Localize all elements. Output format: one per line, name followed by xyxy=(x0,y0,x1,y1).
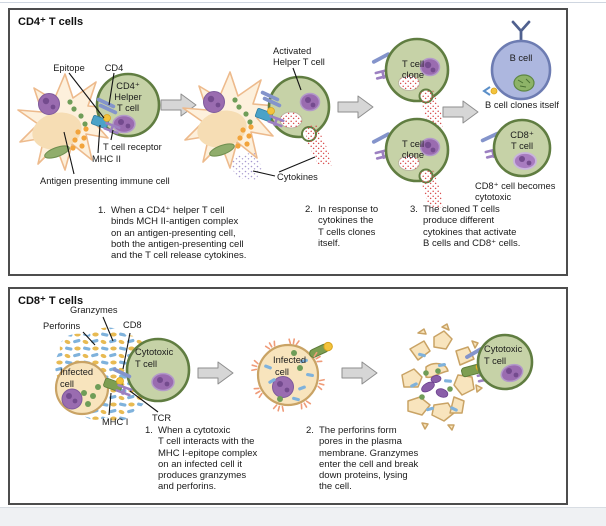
caption-line: enter the cell and break xyxy=(319,458,419,470)
label-cd8: CD8 xyxy=(123,320,142,330)
cd8-step-2: 2. The perforins form pores in the plasm… xyxy=(306,425,481,493)
activated-helper-t-cell xyxy=(267,75,331,142)
infected-cell-with-pores: Infected cell xyxy=(250,337,333,413)
lysed-cell xyxy=(401,323,483,431)
flow-arrow-icon xyxy=(197,361,234,385)
label-t-cell-receptor: T cell receptor xyxy=(103,142,162,152)
label-clone1-1: T cell xyxy=(402,59,424,69)
caption-line: membrane. Granzymes xyxy=(319,447,419,459)
caption-line: and perforins. xyxy=(158,481,217,493)
label-cd4: CD4 xyxy=(105,63,124,73)
label-cytokines: Cytokines xyxy=(277,172,318,182)
label-helper-2: Helper xyxy=(114,92,141,102)
label-cd8-becomes-1: CD8⁺ cell becomes xyxy=(475,181,556,191)
caption-line: MHC I-epitope complex xyxy=(158,447,258,459)
label-apc: Antigen presenting immune cell xyxy=(40,176,170,186)
cd8-panel: CD8⁺ T cells I xyxy=(8,287,568,505)
cytokines-purple-cloud xyxy=(230,152,262,180)
cd8-panel-title: CD8⁺ T cells xyxy=(18,295,84,307)
label-infected-2: cell xyxy=(60,379,74,389)
label-epitope: Epitope xyxy=(53,63,85,73)
cd4-step-1: 1. When a CD4⁺ helper T cell binds MCH I… xyxy=(98,205,308,261)
step-number: 3. xyxy=(410,204,418,215)
cd4-step-2: 2. In response to cytokines the T cells … xyxy=(305,204,405,249)
caption-line: both the antigen-presenting cell xyxy=(111,238,244,250)
cytotoxic-t-cell-2: Cytotoxic T cell xyxy=(476,333,534,391)
label-mhc-i: MHC I xyxy=(102,417,128,427)
bottom-strip xyxy=(0,507,606,526)
caption-line: produces granzymes xyxy=(158,470,247,482)
cytotoxic-t-cell: Cytotoxic T cell xyxy=(125,337,191,403)
label-infected-1: Infected xyxy=(60,367,93,377)
label-helper-1: CD4⁺ xyxy=(116,81,140,91)
caption-line: B cells and CD8⁺ cells. xyxy=(423,237,521,249)
caption-line: down proteins, lysing xyxy=(319,470,408,482)
label-granzymes: Granzymes xyxy=(70,305,118,315)
cd4-panel: CD4⁺ T cells xyxy=(8,8,568,276)
flow-arrow-icon xyxy=(337,95,374,119)
caption-line: T cell interacts with the xyxy=(158,436,255,448)
epitope-dot xyxy=(116,377,124,385)
cd8-diagram: Infected cell Cytotoxic T cell Granzy xyxy=(43,305,534,431)
cytokines-red-cloud xyxy=(305,124,332,166)
helper-t-cell xyxy=(95,72,161,138)
flow-arrow-icon xyxy=(442,100,479,124)
t-cell-clone-2: T cell clone xyxy=(371,119,448,208)
label-perforins: Perforins xyxy=(43,321,81,331)
label-clone2-1: T cell xyxy=(402,139,424,149)
mhc2-tcr-junction-2 xyxy=(254,90,285,129)
cd8-step-1: 1. When a cytotoxic T cell interacts wit… xyxy=(145,425,320,493)
caption-line: the cell. xyxy=(319,481,352,493)
top-divider xyxy=(0,2,606,3)
step-number: 2. xyxy=(306,425,314,436)
step-number: 1. xyxy=(98,205,106,216)
caption-line: cytokines that activate xyxy=(423,226,517,238)
label-helper-3: T cell xyxy=(117,103,139,113)
label-infected2-2: cell xyxy=(275,367,289,377)
t-cell-clone-1: T cell clone xyxy=(371,39,448,128)
label-cd8-1: CD8⁺ xyxy=(510,130,534,140)
label-b-cell: B cell xyxy=(510,53,533,63)
label-activated-1: Activated xyxy=(273,46,311,56)
label-clone1-2: clone xyxy=(402,70,424,80)
caption-line: The perforins form xyxy=(319,425,397,436)
caption-line: and the T cell release cytokines. xyxy=(111,250,247,262)
label-cytotoxic-2: T cell xyxy=(135,359,157,369)
caption-line: binds MCH II-antigen complex xyxy=(111,216,239,228)
label-infected2-1: Infected xyxy=(273,355,306,365)
flow-arrow-icon xyxy=(341,361,378,385)
b-cell: B cell xyxy=(482,20,552,101)
caption-line: pores in the plasma xyxy=(319,436,402,448)
caption-line: on an infected cell it xyxy=(158,458,242,470)
step-number: 1. xyxy=(145,425,153,436)
mhc1-tcr-junction xyxy=(103,367,133,398)
label-clone2-2: clone xyxy=(402,150,424,160)
step-number: 2. xyxy=(305,204,313,215)
label-cd8-becomes-2: cytotoxic xyxy=(475,192,512,202)
label-activated-2: Helper T cell xyxy=(273,57,325,67)
label-cytotoxic2-2: T cell xyxy=(484,356,506,366)
label-cd8-2: T cell xyxy=(511,141,533,151)
label-mhc-ii: MHC II xyxy=(92,154,121,164)
cd4-step-3: 3. The cloned T cells produce different … xyxy=(410,204,550,249)
antigen-presenting-cell-2 xyxy=(182,71,277,169)
cd4-diagram: Epitope CD4 CD4⁺ Helper T cell T cell re… xyxy=(17,20,559,274)
caption-line: produce different xyxy=(423,215,495,227)
label-cytotoxic2-1: Cytotoxic xyxy=(484,344,523,354)
cd8-t-cell: CD8⁺ T cell xyxy=(480,118,552,178)
caption-line: on an antigen-presenting cell, xyxy=(111,227,236,239)
caption-line: When a cytotoxic xyxy=(158,425,231,436)
caption-line: In response to xyxy=(318,204,379,215)
caption-line: itself. xyxy=(318,237,341,249)
label-b-cell-clones: B cell clones itself xyxy=(485,100,559,110)
caption-line: When a CD4⁺ helper T cell xyxy=(111,205,225,216)
label-cytotoxic-1: Cytotoxic xyxy=(135,347,174,357)
infected-cell: Infected cell xyxy=(54,360,110,416)
caption-line: T cells clones xyxy=(318,226,376,238)
cd4-panel-title: CD4⁺ T cells xyxy=(18,16,84,28)
caption-line: cytokines the xyxy=(318,215,374,227)
caption-line: The cloned T cells xyxy=(423,204,500,215)
epitope-dot xyxy=(103,114,111,122)
label-tcr: TCR xyxy=(152,413,171,423)
